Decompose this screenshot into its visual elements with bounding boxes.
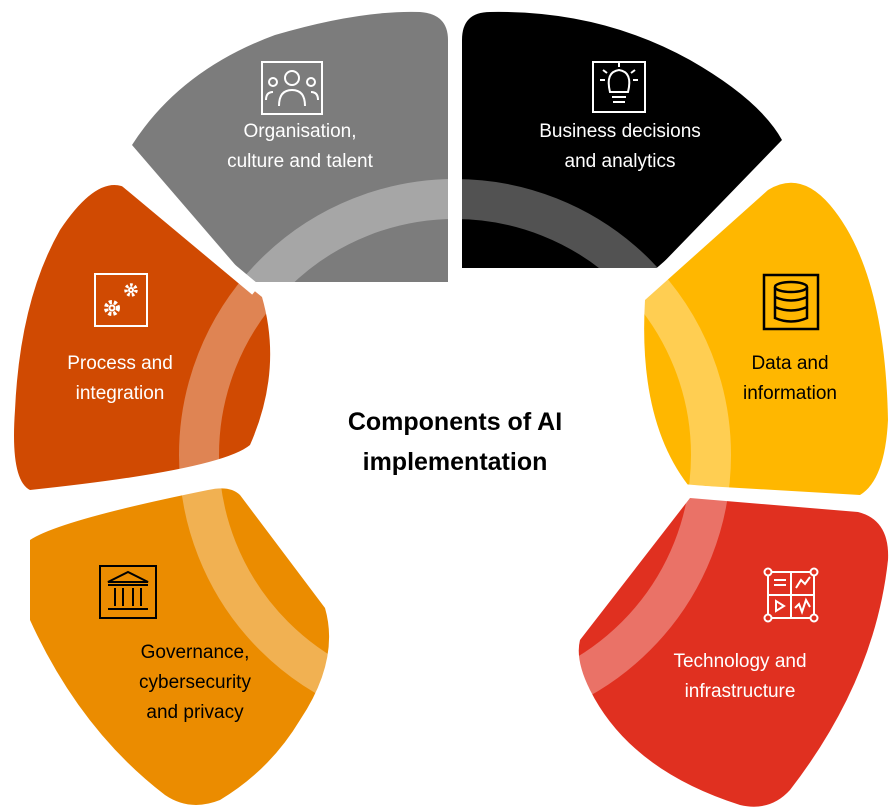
segment-gaps bbox=[9, 0, 891, 514]
segment-process bbox=[14, 185, 271, 490]
label-data: Data and information bbox=[743, 353, 837, 404]
institution-icon bbox=[99, 565, 157, 619]
label-business: Business decisions and analytics bbox=[539, 121, 701, 172]
segment-governance bbox=[30, 488, 330, 805]
segment-data bbox=[644, 182, 888, 495]
diagram-title: Components of AI implementation bbox=[347, 408, 563, 476]
label-technology: Technology and infrastructure bbox=[673, 651, 807, 702]
people-icon bbox=[261, 61, 323, 115]
segment-technology bbox=[578, 498, 889, 807]
dashboard-icon bbox=[763, 567, 819, 623]
segment-organisation bbox=[132, 11, 448, 282]
label-governance: Governance, cybersecurity and privacy bbox=[139, 642, 251, 723]
label-organisation: Organisation, culture and talent bbox=[227, 121, 373, 172]
lightbulb-icon bbox=[592, 61, 646, 113]
database-icon bbox=[762, 273, 820, 331]
gears-icon bbox=[94, 273, 148, 327]
segment-business bbox=[462, 11, 782, 269]
label-process: Process and integration bbox=[67, 353, 173, 404]
